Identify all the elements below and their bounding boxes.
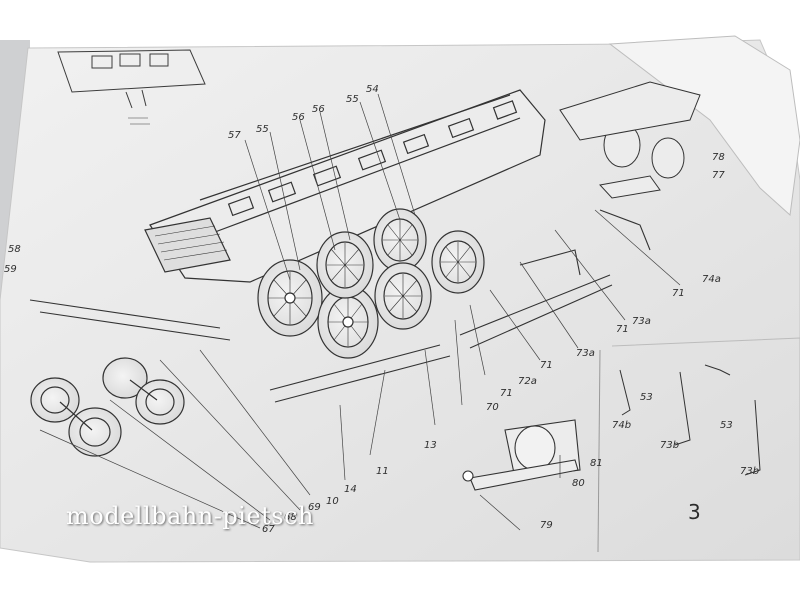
driving-wheels [257, 208, 485, 359]
callout-label: 73a [576, 348, 595, 359]
leader-lines [39, 93, 681, 531]
locomotive-frame [144, 89, 546, 283]
callout-label: 53 [640, 392, 653, 403]
callout-label: 69 [308, 502, 321, 513]
callout-label: 57 [228, 130, 241, 141]
linkage-rods [29, 209, 651, 403]
carrying-wheelset [30, 357, 185, 457]
wheel-4 [373, 208, 427, 272]
callout-label: 80 [572, 478, 585, 489]
callout-label: 81 [590, 458, 603, 469]
callout-label: 73a [632, 316, 651, 327]
callout-label: 79 [540, 520, 553, 531]
rear-truck-assembly [559, 81, 701, 199]
wheel-6 [431, 230, 485, 294]
callout-label: 11 [376, 466, 389, 477]
pony-truck [462, 419, 581, 491]
callout-label: 71 [540, 360, 553, 371]
wheel-3 [316, 231, 374, 299]
callout-label: 67 [262, 524, 275, 535]
wheel-5 [374, 262, 432, 330]
callout-label: 59 [4, 264, 17, 275]
callout-label: 54 [366, 84, 379, 95]
callout-label: 71 [500, 388, 513, 399]
callout-label: 73b [740, 466, 760, 477]
watermark-text: modellbahn-pietsch [66, 502, 314, 530]
callout-label: 13 [424, 440, 437, 451]
callout-label: 56 [312, 104, 325, 115]
callout-label: 78 [712, 152, 725, 163]
callout-label: 74a [702, 274, 721, 285]
callout-label: 74b [612, 420, 632, 431]
callout-label: 71 [616, 324, 629, 335]
callout-label: 58 [8, 244, 21, 255]
inset-frame-drawing [57, 49, 206, 125]
callout-label: 72a [518, 376, 537, 387]
callout-label: 10 [326, 496, 339, 507]
callout-label: 68 [284, 512, 297, 523]
callout-label: 55 [346, 94, 359, 105]
callout-label: 53 [720, 420, 733, 431]
callout-label: 73b [660, 440, 680, 451]
callout-label: 14 [344, 484, 357, 495]
page-number: 3 [688, 500, 701, 524]
callout-label: 56 [292, 112, 305, 123]
curled-page [608, 35, 800, 217]
wheel-1 [257, 259, 323, 337]
callout-label: 70 [486, 402, 499, 413]
small-levers [619, 364, 761, 476]
callout-label: 71 [672, 288, 685, 299]
callout-label: 77 [712, 170, 725, 181]
callout-label: 55 [256, 124, 269, 135]
